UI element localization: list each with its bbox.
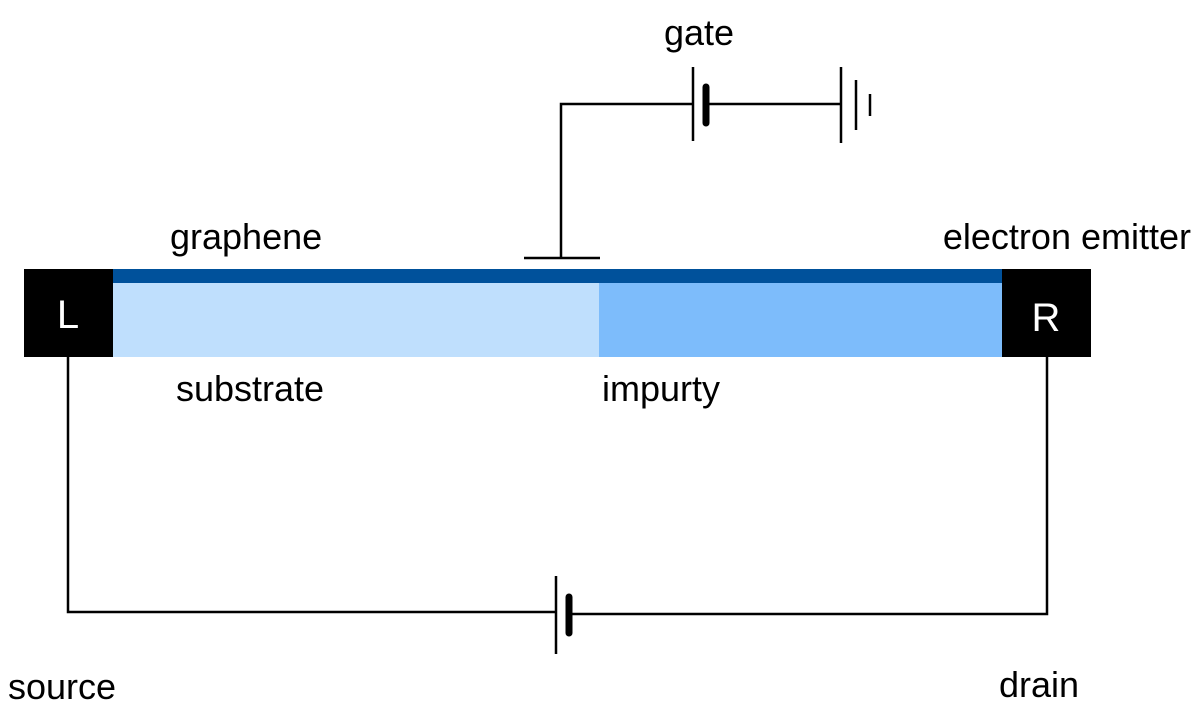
impurity-label: impurty (602, 368, 720, 409)
left-terminal (24, 269, 113, 357)
drain-label: drain (999, 664, 1079, 705)
ground-icon (839, 67, 872, 143)
impurity-layer (599, 282, 1003, 357)
electron-emitter-label: electron emitter (943, 216, 1191, 257)
drain-wire (569, 357, 1049, 616)
substrate-label: substrate (176, 368, 324, 409)
right-terminal-label: R (1032, 296, 1061, 340)
source-wire (66, 357, 556, 614)
left-terminal-label: L (57, 293, 79, 337)
gate-circuit (524, 67, 841, 260)
source-drain-circuit (66, 357, 1049, 654)
graphene-layer (112, 269, 1003, 283)
right-terminal (1002, 269, 1091, 357)
source-label: source (8, 666, 116, 707)
graphene-label: graphene (170, 216, 322, 257)
gate-wire (559, 102, 693, 258)
gate-label: gate (664, 12, 734, 53)
substrate-layer (112, 282, 600, 357)
